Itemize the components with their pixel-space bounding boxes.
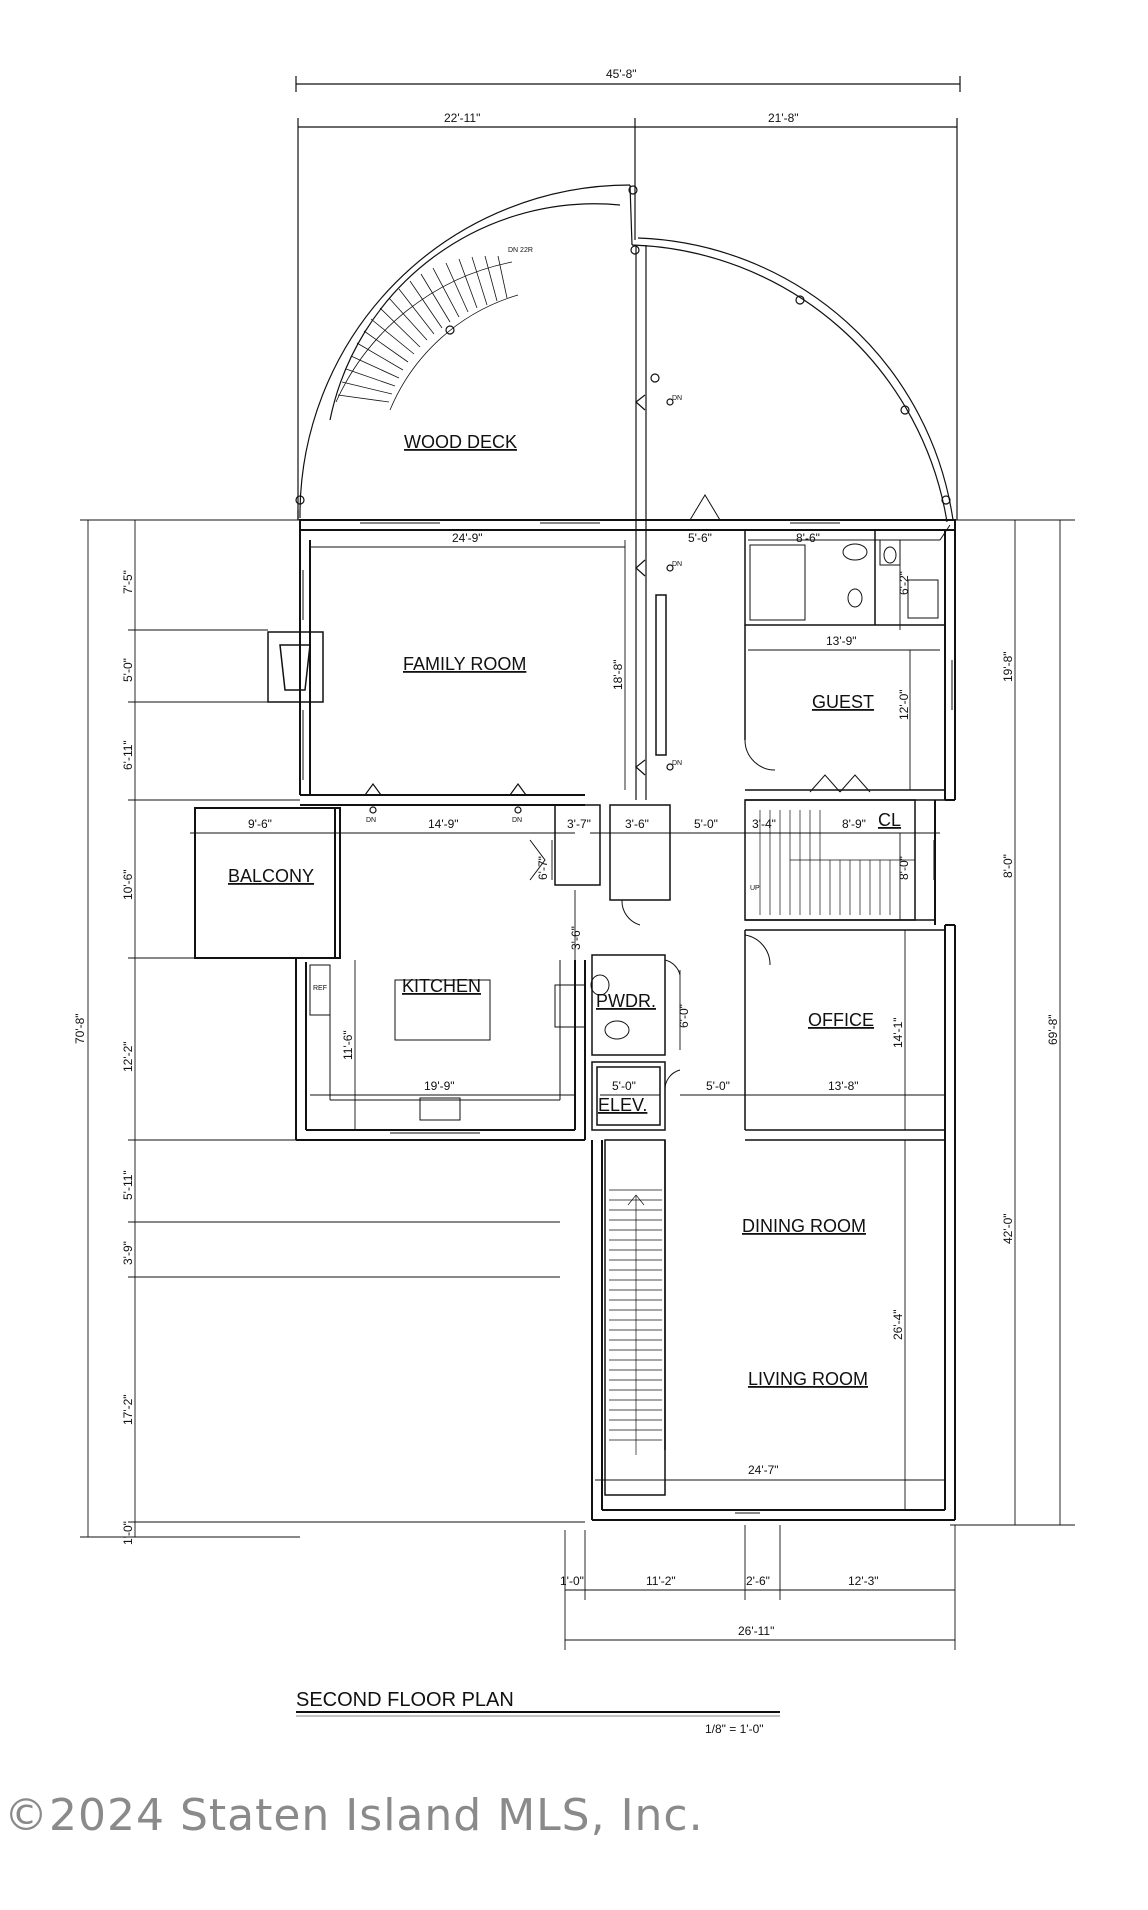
vertical-dimension-labels: 18'-8" 6'-2" 12'-0" 6'-7" 8'-0" 3'-6" 6'… (73, 570, 1060, 1545)
room-label-living-room: LIVING ROOM (748, 1369, 868, 1389)
bath-fixtures (590, 539, 939, 1040)
dim-closet-6-7: 6'-7" (536, 856, 550, 880)
room-label-pwdr: PWDR. (596, 991, 656, 1011)
dim-left-6-11: 6'-11" (121, 740, 135, 770)
deck-curved-stair (335, 255, 519, 411)
dim-bath-6-2: 6'-2" (897, 571, 911, 595)
dim-top-left: 22'-11" (444, 111, 480, 125)
dim-hall-5-0b: 5'-0" (706, 1079, 730, 1093)
room-label-kitchen: KITCHEN (402, 976, 481, 996)
up-label: UP (750, 885, 760, 892)
room-label-elev: ELEV. (598, 1095, 647, 1115)
dim-bottom-1-0: 1'-0" (560, 1574, 584, 1588)
dim-guest-depth: 12'-0" (897, 689, 911, 720)
dim-family-depth: 18'-8" (611, 659, 625, 690)
dim-right-69-8: 69'-8" (1046, 1014, 1060, 1045)
dim-left-5-11: 5'-11" (121, 1170, 135, 1200)
doors (529, 494, 951, 1091)
ref-label: REF (313, 985, 327, 992)
dim-kitchen-width-top: 14'-9" (428, 817, 459, 831)
dim-left-7-5: 7'-5" (121, 570, 135, 594)
exterior-walls (194, 519, 956, 1521)
dim-left-12-2: 12'-2" (121, 1041, 135, 1072)
dim-stair-8-0: 8'-0" (897, 856, 911, 880)
dim-kitchen-depth: 11'-6" (341, 1030, 355, 1060)
dim-closet-3-7: 3'-7" (567, 817, 591, 831)
dim-elev-width: 5'-0" (612, 1079, 636, 1093)
room-label-dining-room: DINING ROOM (742, 1216, 866, 1236)
dimension-lines (80, 519, 1075, 1717)
room-labels: WOOD DECK FAMILY ROOM GUEST BALCONY KITC… (228, 432, 901, 1389)
dim-left-5-0: 5'-0" (121, 658, 135, 682)
dim-office-width: 13'-8" (828, 1079, 859, 1093)
dim-right-19-8: 19'-8" (1001, 651, 1015, 682)
dim-office-depth: 14'-1" (891, 1017, 905, 1048)
main-stair-treads (609, 1189, 662, 1455)
dim-pwdr-6-0: 6'-0" (677, 1004, 691, 1028)
wood-deck (295, 184, 954, 800)
room-label-office: OFFICE (808, 1010, 874, 1030)
dim-living-width: 24'-7" (748, 1463, 779, 1477)
dim-left-17-2: 17'-2" (121, 1394, 135, 1425)
room-label-cl: CL (878, 810, 901, 830)
dim-left-1-0: 1'-0" (121, 1521, 135, 1545)
plan-title: SECOND FLOOR PLAN (296, 1689, 514, 1711)
dim-guest-width: 13'-9" (826, 634, 857, 648)
dimension-labels: 45'-8" 22'-11" 21'-8" 24'-9" 5'-6" 8'-6"… (248, 67, 879, 1638)
dim-bottom-2-6: 2'-6" (746, 1574, 770, 1588)
dn-arrows (364, 394, 674, 814)
dn-label: DN (672, 395, 682, 402)
dim-hall-5-6: 5'-6" (688, 531, 712, 545)
room-label-guest: GUEST (812, 692, 874, 712)
dim-overall-width: 45'-8" (606, 67, 637, 81)
dim-kitchen-width: 19'-9" (424, 1079, 455, 1093)
dim-bottom-11-2: 11'-2" (646, 1574, 676, 1588)
dim-closet-3-6: 3'-6" (625, 817, 649, 831)
annotations: DN 22R DN DN DN DN DN UP REF (313, 247, 760, 992)
dim-balcony-width: 9'-6" (248, 817, 272, 831)
dim-bottom-12-3: 12'-3" (848, 1574, 879, 1588)
dim-family-width: 24'-9" (452, 531, 483, 545)
dim-left-70-8: 70'-8" (73, 1013, 87, 1044)
interior-walls (267, 529, 946, 1496)
room-label-family-room: FAMILY ROOM (403, 654, 526, 674)
center-stair-treads (759, 810, 915, 915)
kitchen-counters (309, 960, 586, 1131)
dn-label: DN (672, 561, 682, 568)
dn-label: DN (672, 760, 682, 767)
dim-right-8-0: 8'-0" (1001, 854, 1015, 878)
dim-living-depth: 26'-4" (891, 1309, 905, 1340)
dim-stair-8-9: 8'-9" (842, 817, 866, 831)
dim-top-right: 21'-8" (768, 111, 799, 125)
dn-label: DN (366, 817, 376, 824)
room-label-wood-deck: WOOD DECK (404, 432, 517, 452)
dn-22r-label: DN 22R (508, 247, 533, 254)
dim-stair-3-4: 3'-4" (752, 817, 776, 831)
dim-right-42: 42'-0" (1001, 1213, 1015, 1244)
dim-bottom-26-11: 26'-11" (738, 1624, 774, 1638)
dim-left-10-6: 10'-6" (121, 869, 135, 900)
dim-bath-8-6: 8'-6" (796, 531, 820, 545)
dim-left-3-9: 3'-9" (121, 1241, 135, 1265)
dim-hall-5-0: 5'-0" (694, 817, 718, 831)
windows (302, 522, 953, 1514)
top-dimension-lines (295, 76, 961, 520)
watermark-text: ©2024 Staten Island MLS, Inc. (4, 1790, 704, 1841)
dn-label: DN (512, 817, 522, 824)
dim-hall-3-6: 3'-6" (569, 926, 583, 950)
room-label-balcony: BALCONY (228, 866, 314, 886)
plan-scale: 1/8" = 1'-0" (705, 1722, 764, 1736)
